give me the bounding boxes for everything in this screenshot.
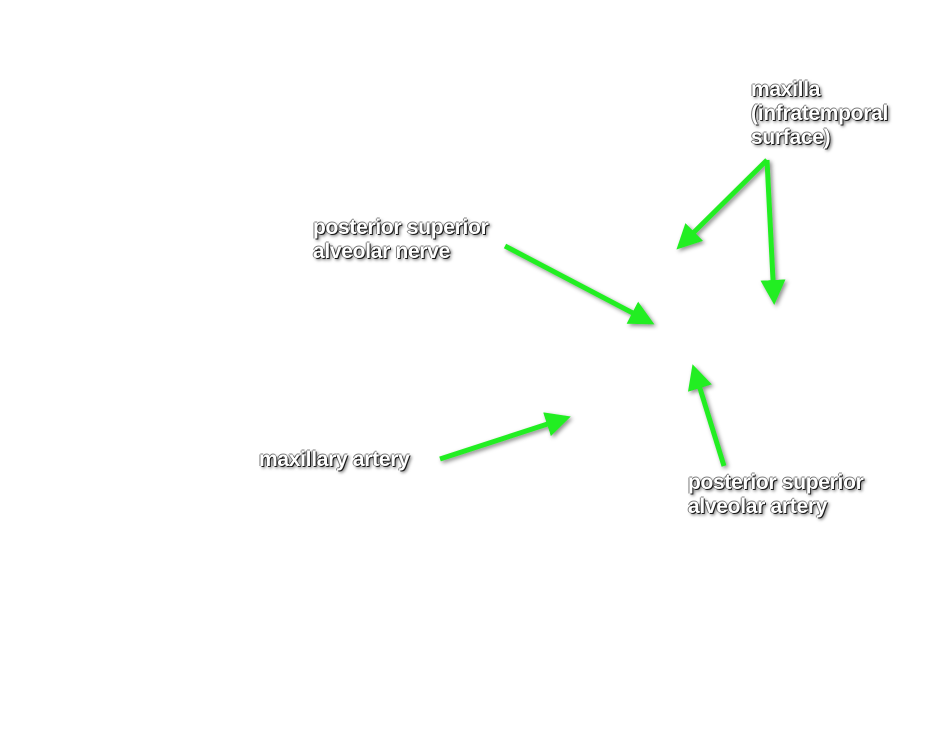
- label-maxilla-line2: (infratemporal: [751, 102, 888, 125]
- arrow-maxilla-left: [676, 158, 769, 250]
- arrow-maxillary-artery: [439, 412, 571, 462]
- label-psa-artery-line2: alveolar artery: [688, 495, 828, 518]
- label-psa-nerve-line2: alveolar nerve: [313, 240, 451, 263]
- label-maxillary-artery: maxillary artery: [259, 448, 410, 472]
- label-psa-artery: posterior superior alveolar artery: [688, 471, 864, 519]
- arrow-psa-artery: [687, 364, 727, 467]
- label-maxillary-artery-line1: maxillary artery: [259, 448, 410, 471]
- label-psa-artery-line1: posterior superior: [688, 471, 864, 494]
- label-maxilla: maxilla (infratemporal surface): [751, 78, 888, 150]
- label-psa-nerve-line1: posterior superior: [313, 216, 489, 239]
- label-maxilla-line3: surface): [751, 126, 831, 149]
- label-psa-nerve: posterior superior alveolar nerve: [313, 216, 489, 264]
- arrow-psa-nerve: [503, 243, 655, 325]
- arrow-maxilla-down: [760, 159, 786, 305]
- label-maxilla-line1: maxilla: [751, 78, 821, 101]
